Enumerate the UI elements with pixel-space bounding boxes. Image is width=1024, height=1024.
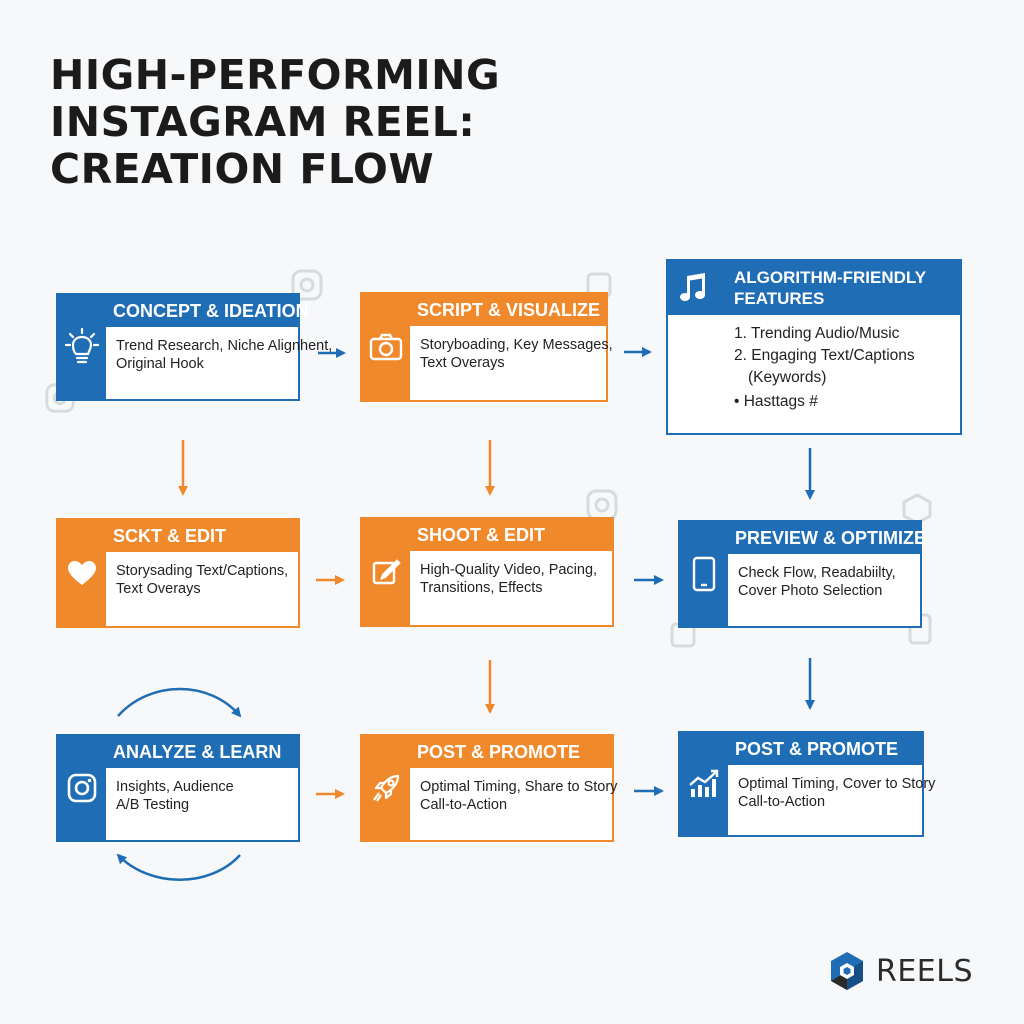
card-line: Text Overays <box>116 581 201 597</box>
card-body: Check Flow, Readabiilty, Cover Photo Sel… <box>728 554 920 626</box>
sckt-edit-card: SCKT & EDIT Storysading Text/Captions, T… <box>56 518 300 628</box>
concept-ideation-card: CONCEPT & IDEATION Trend Research, Niche… <box>56 293 333 401</box>
card-line: Storysading Text/Captions, <box>116 563 289 579</box>
card-line: Text Overays <box>420 355 505 371</box>
title-line-1: HIGH-PERFORMING <box>50 51 501 99</box>
card-line: Call-to-Action <box>420 797 508 813</box>
card-header <box>668 261 960 315</box>
card-line: Optimal Timing, Cover to Story <box>738 776 936 792</box>
card-title-line: FEATURES <box>734 289 825 308</box>
card-title: ALGORITHM-FRIENDLY FEATURES <box>734 267 926 309</box>
camera-icon <box>369 333 403 361</box>
reels-logo: REELS <box>828 950 973 992</box>
background-instagram-icon <box>291 269 323 301</box>
page-title: HIGH-PERFORMING INSTAGRAM REEL: CREATION… <box>50 52 500 193</box>
lightbulb-icon <box>65 327 99 364</box>
algorithm-features-card: ALGORITHM-FRIENDLY FEATURES 1. Trending … <box>666 259 962 435</box>
card-title-line: ALGORITHM-FRIENDLY <box>734 268 927 287</box>
card-body: Storyboading, Key Messages, Text Overays <box>410 326 613 400</box>
card-title: POST & PROMOTE <box>680 733 922 765</box>
preview-optimize-card: PREVIEW & OPTIMIZE Check Flow, Readabiil… <box>678 520 926 628</box>
card-line: Storyboading, Key Messages, <box>420 337 613 353</box>
card-line: Transitions, Effects <box>420 580 543 596</box>
card-line: High-Quality Video, Pacing, <box>420 562 598 578</box>
card-body: High-Quality Video, Pacing, Transitions,… <box>410 551 612 625</box>
card-body: Optimal Timing, Cover to Story Call-to-A… <box>728 765 936 835</box>
edit-icon <box>372 559 401 585</box>
card-line: Trend Research, Niche Alignhent, <box>116 338 333 354</box>
card-body: Insights, Audience A/B Testing <box>106 768 298 840</box>
music-note-icon <box>680 273 705 301</box>
card-line: Insights, Audience <box>116 779 234 795</box>
card-title: SHOOT & EDIT <box>362 519 612 551</box>
rocket-icon <box>373 774 400 802</box>
card-title: SCRIPT & VISUALIZE <box>362 294 606 326</box>
post-promote-card: POST & PROMOTE Optimal Timing, Share to … <box>360 734 618 842</box>
hexagon-logo-icon <box>831 952 863 990</box>
title-line-3: CREATION FLOW <box>50 145 435 193</box>
loop-arrow-bottom <box>116 853 241 881</box>
card-line: Cover Photo Selection <box>738 583 883 599</box>
shoot-edit-card: SHOOT & EDIT High-Quality Video, Pacing,… <box>360 517 614 627</box>
logo-wordmark: REELS <box>876 953 974 989</box>
card-line: Call-to-Action <box>738 794 826 810</box>
post-promote-card: POST & PROMOTE Optimal Timing, Cover to … <box>678 731 936 837</box>
card-line: Optimal Timing, Share to Story <box>420 779 618 795</box>
card-title: CONCEPT & IDEATION <box>58 295 309 327</box>
card-body: Storysading Text/Captions, Text Overays <box>106 552 298 626</box>
analyze-learn-card: ANALYZE & LEARN Insights, Audience A/B T… <box>56 734 300 842</box>
card-side-strip <box>668 261 718 315</box>
title-line-2: INSTAGRAM REEL: <box>50 98 476 146</box>
script-visualize-card: SCRIPT & VISUALIZE Storyboading, Key Mes… <box>360 292 613 402</box>
instagram-icon <box>67 773 97 803</box>
card-line: Original Hook <box>116 356 204 372</box>
card-body: Trend Research, Niche Alignhent, Origina… <box>106 327 333 399</box>
card-title: SCKT & EDIT <box>58 520 298 552</box>
card-title: ANALYZE & LEARN <box>58 736 298 768</box>
card-title: PREVIEW & OPTIMIZE <box>680 522 926 554</box>
card-line: Check Flow, Readabiilty, <box>738 565 896 581</box>
list-item: • Hasttags # <box>734 393 818 410</box>
phone-icon <box>692 556 716 592</box>
list-item: 2. Engaging Text/Captions <box>734 347 915 364</box>
loop-arrow-top <box>117 687 242 718</box>
growth-chart-icon <box>689 769 719 797</box>
list-item: 1. Trending Audio/Music <box>734 325 900 342</box>
heart-icon <box>68 561 96 585</box>
card-line: A/B Testing <box>116 797 190 813</box>
card-body: Optimal Timing, Share to Story Call-to-A… <box>410 768 618 840</box>
list-item: (Keywords) <box>748 369 827 386</box>
features-list: 1. Trending Audio/Music 2. Engaging Text… <box>734 323 915 413</box>
card-title: POST & PROMOTE <box>362 736 612 768</box>
